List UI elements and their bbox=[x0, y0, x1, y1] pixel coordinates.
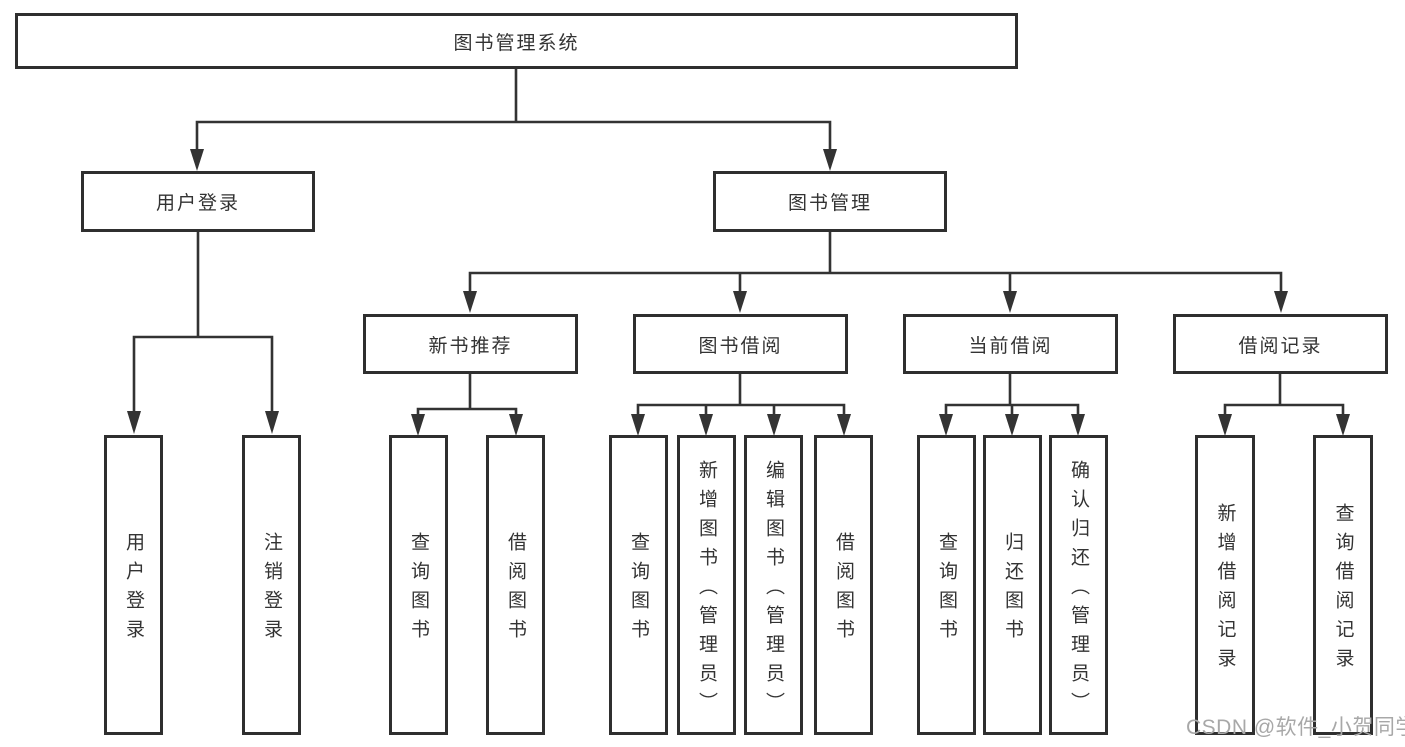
leaf-logout-label: 注销登录 bbox=[261, 532, 282, 648]
node-root: 图书管理系统 bbox=[15, 13, 1018, 69]
arrowhead bbox=[127, 411, 141, 434]
node-current-borrow: 当前借阅 bbox=[903, 314, 1118, 374]
leaf-borrow-query-books: 查询图书 bbox=[609, 435, 668, 735]
arrowhead bbox=[1274, 291, 1288, 313]
leaf-newbook-query-books: 查询图书 bbox=[389, 435, 448, 735]
arrowhead bbox=[463, 291, 477, 313]
leaf-current-confirm-return-admin-label: 确认归还（管理员） bbox=[1068, 459, 1089, 721]
node-new-book-recommend: 新书推荐 bbox=[363, 314, 578, 374]
arrowhead bbox=[699, 414, 713, 436]
leaf-current-query-books-label: 查询图书 bbox=[936, 532, 957, 648]
node-user-login: 用户登录 bbox=[81, 171, 315, 232]
leaf-user-login-label: 用户登录 bbox=[123, 532, 144, 648]
leaf-borrow-add-books-admin-label: 新增图书（管理员） bbox=[696, 459, 717, 721]
leaf-current-confirm-return-admin: 确认归还（管理员） bbox=[1049, 435, 1108, 735]
arrowhead bbox=[265, 411, 279, 434]
leaf-borrow-borrow-books-label: 借阅图书 bbox=[833, 532, 854, 648]
arrowhead bbox=[1218, 414, 1232, 436]
connector-borrowrecord-to-leaves bbox=[1223, 372, 1345, 418]
node-current-borrow-label: 当前借阅 bbox=[968, 335, 1053, 357]
node-borrow-record: 借阅记录 bbox=[1173, 314, 1388, 374]
connector-newbook-to-leaves bbox=[416, 372, 518, 418]
connector-root-to-level2 bbox=[195, 67, 832, 153]
leaf-current-return-books-label: 归还图书 bbox=[1002, 532, 1023, 648]
node-root-label: 图书管理系统 bbox=[453, 32, 580, 54]
leaf-current-query-books: 查询图书 bbox=[917, 435, 976, 735]
node-book-borrow: 图书借阅 bbox=[633, 314, 848, 374]
arrowhead bbox=[190, 149, 204, 171]
csdn-watermark: CSDN @软件_小贺同学 bbox=[1186, 716, 1405, 739]
leaf-record-add-borrow-record: 新增借阅记录 bbox=[1195, 435, 1255, 735]
arrowhead bbox=[733, 291, 747, 313]
leaf-user-login: 用户登录 bbox=[104, 435, 163, 735]
arrowhead bbox=[1336, 414, 1350, 436]
node-borrow-record-label: 借阅记录 bbox=[1238, 335, 1323, 357]
leaf-logout: 注销登录 bbox=[242, 435, 301, 735]
node-user-login-label: 用户登录 bbox=[155, 193, 240, 214]
arrowhead bbox=[837, 414, 851, 436]
node-book-management-label: 图书管理 bbox=[787, 193, 872, 214]
leaf-newbook-borrow-books-label: 借阅图书 bbox=[505, 532, 526, 648]
leaf-current-return-books: 归还图书 bbox=[983, 435, 1042, 735]
leaf-borrow-borrow-books: 借阅图书 bbox=[814, 435, 873, 735]
leaf-record-add-borrow-record-label: 新增借阅记录 bbox=[1214, 503, 1236, 677]
leaf-newbook-query-books-label: 查询图书 bbox=[408, 532, 429, 648]
connector-bookmgmt-to-level3 bbox=[468, 230, 1283, 295]
leaf-newbook-borrow-books: 借阅图书 bbox=[486, 435, 545, 735]
arrowhead bbox=[1005, 414, 1019, 436]
connector-bookborrow-to-leaves bbox=[636, 372, 846, 418]
arrowhead bbox=[411, 414, 425, 436]
leaf-record-query-borrow-record-label: 查询借阅记录 bbox=[1332, 503, 1354, 677]
leaf-record-query-borrow-record: 查询借阅记录 bbox=[1313, 435, 1373, 735]
leaf-borrow-add-books-admin: 新增图书（管理员） bbox=[677, 435, 736, 735]
arrowhead bbox=[767, 414, 781, 436]
connector-userlogin-to-leaves bbox=[132, 230, 274, 415]
arrowhead bbox=[1071, 414, 1085, 436]
leaf-borrow-edit-books-admin: 编辑图书（管理员） bbox=[744, 435, 803, 735]
arrowhead bbox=[509, 414, 523, 436]
arrowhead bbox=[631, 414, 645, 436]
arrowhead bbox=[1003, 291, 1017, 313]
leaf-borrow-edit-books-admin-label: 编辑图书（管理员） bbox=[763, 459, 784, 721]
arrowhead bbox=[939, 414, 953, 436]
node-new-book-recommend-label: 新书推荐 bbox=[428, 335, 513, 357]
connector-currentborrow-to-leaves bbox=[944, 372, 1080, 418]
arrowhead bbox=[823, 149, 837, 171]
node-book-management: 图书管理 bbox=[713, 171, 947, 232]
node-book-borrow-label: 图书借阅 bbox=[698, 335, 783, 357]
leaf-borrow-query-books-label: 查询图书 bbox=[628, 532, 649, 648]
